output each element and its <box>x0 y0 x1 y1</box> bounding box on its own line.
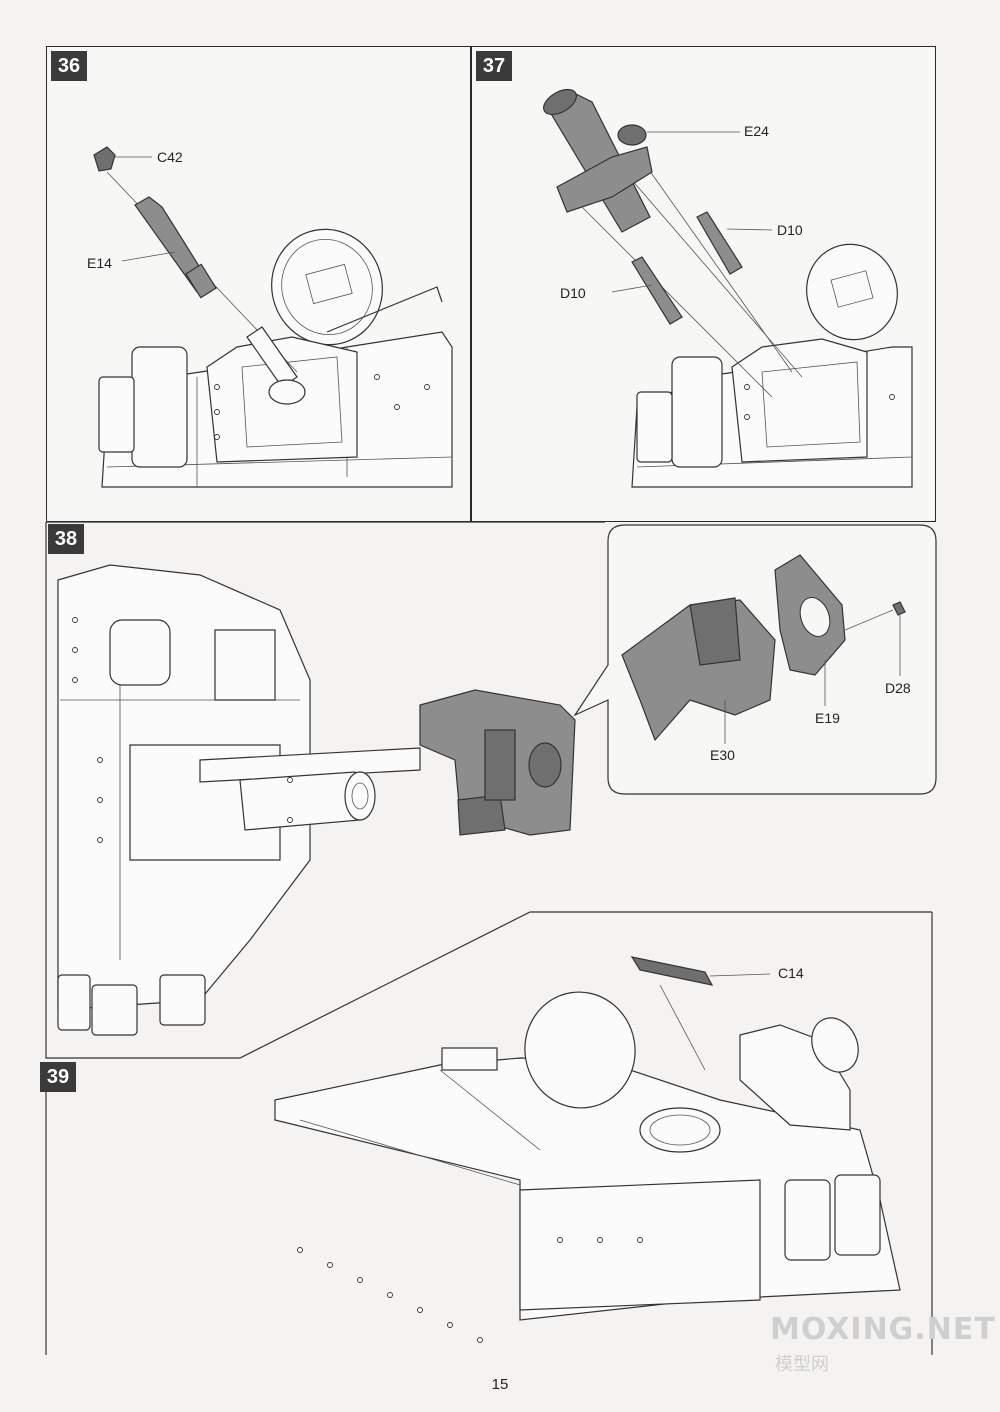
step-39-number-badge: 39 <box>40 1062 76 1092</box>
step-number-badge: 36 <box>51 51 87 81</box>
page-number: 15 <box>491 1376 509 1393</box>
part-label-e24: E24 <box>744 123 769 139</box>
step-37-panel: 37 E24 D10 D10 <box>471 46 936 522</box>
part-label-e19: E19 <box>815 710 840 726</box>
part-label-e14: E14 <box>87 255 112 271</box>
part-label-d28: D28 <box>885 680 911 696</box>
part-label-e30: E30 <box>710 747 735 763</box>
part-label-c14: C14 <box>778 965 804 981</box>
part-label-d10-upper: D10 <box>777 222 803 238</box>
step-38-number-badge: 38 <box>48 524 84 554</box>
watermark-subtext: 模型网 <box>775 1354 829 1375</box>
step-36-illustration <box>93 146 453 488</box>
part-label-c42: C42 <box>157 149 183 165</box>
step-37-illustration <box>543 88 913 488</box>
watermark-logo: MOXING.NET <box>770 1312 996 1347</box>
part-label-d10-lower: D10 <box>560 285 586 301</box>
step-number-badge: 37 <box>476 51 512 81</box>
step-36-panel: 36 C42 E14 <box>46 46 471 522</box>
